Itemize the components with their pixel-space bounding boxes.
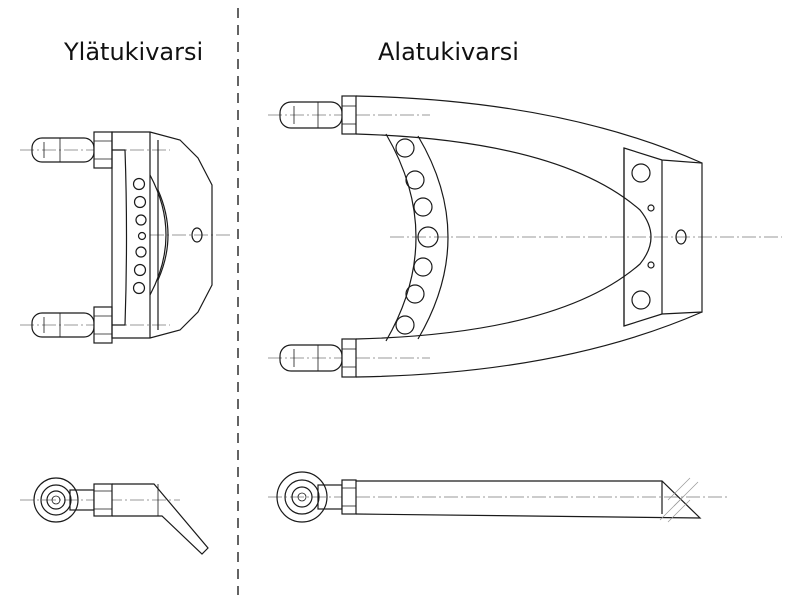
upper-hex-nut-bottom (93, 306, 113, 344)
upper-arm-body (111, 131, 213, 339)
lower-arm-outer-edge-bottom (355, 311, 703, 378)
upper-side-arm (112, 483, 209, 555)
upper-arm-title: Ylätukivarsi (64, 38, 204, 66)
lower-side-eye (276, 471, 328, 523)
upper-rod-end-bottom (31, 312, 95, 338)
upper-side-hex-nut (93, 483, 113, 517)
lower-rod-end-top (279, 101, 343, 129)
lower-ball-joint (675, 229, 687, 245)
lower-arm-side-view (268, 471, 728, 523)
lower-side-hatching (659, 477, 699, 523)
upper-rod-end-top (31, 137, 95, 163)
lower-side-arm (355, 480, 702, 519)
lower-arm-inner-edge (355, 133, 652, 340)
upper-side-eye (33, 477, 79, 523)
lower-hex-nut-bottom (341, 338, 357, 378)
lower-arm-top-view (268, 95, 782, 378)
lower-side-hex-nut (341, 479, 357, 515)
lower-arm-bolt-holes (395, 138, 439, 335)
lower-arm-outer-edge-top (355, 95, 703, 164)
upper-ball-joint (191, 227, 203, 243)
lower-hex-nut-top (341, 95, 357, 135)
lower-rod-end-bottom (279, 344, 343, 372)
upper-arm-top-view (20, 131, 230, 344)
upper-arm-side-view (20, 477, 209, 555)
upper-hex-nut-top (93, 131, 113, 169)
upper-arm-bolt-holes (132, 177, 147, 295)
lower-arm-title: Alatukivarsi (378, 38, 519, 66)
